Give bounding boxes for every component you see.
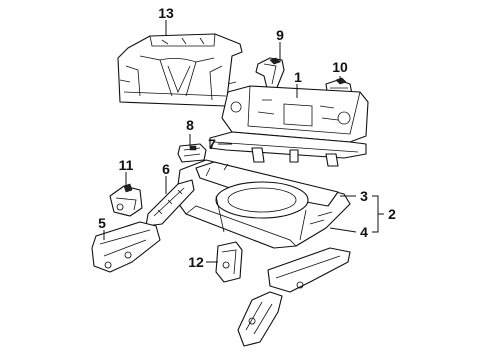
part-7-crossmember — [209, 131, 367, 167]
part-1-rear-body-panel — [221, 85, 369, 143]
callout-4: 4 — [360, 224, 368, 240]
callout-5: 5 — [98, 215, 106, 231]
callouts: 13 9 10 1 8 7 6 11 5 12 3 4 2 — [98, 5, 396, 270]
part-5-left-rear-rail — [91, 221, 161, 273]
callout-8: 8 — [186, 117, 194, 133]
right-rear-rail — [237, 247, 351, 347]
callout-6: 6 — [162, 161, 170, 177]
leader-lines — [103, 20, 384, 263]
callout-2: 2 — [388, 206, 396, 222]
callout-1: 1 — [294, 69, 302, 85]
callout-9: 9 — [276, 27, 284, 43]
part-12-bracket — [215, 241, 243, 283]
callout-11: 11 — [119, 157, 134, 173]
callout-3: 3 — [360, 188, 368, 204]
part-11-mounting-bracket — [109, 183, 143, 217]
part-8-plate — [177, 143, 207, 163]
part-2-rear-floor-assembly — [175, 159, 351, 249]
callout-7: 7 — [208, 136, 216, 152]
part-13-package-tray — [117, 33, 243, 107]
callout-13: 13 — [158, 5, 174, 21]
callout-10: 10 — [332, 59, 348, 75]
callout-12: 12 — [188, 254, 204, 270]
